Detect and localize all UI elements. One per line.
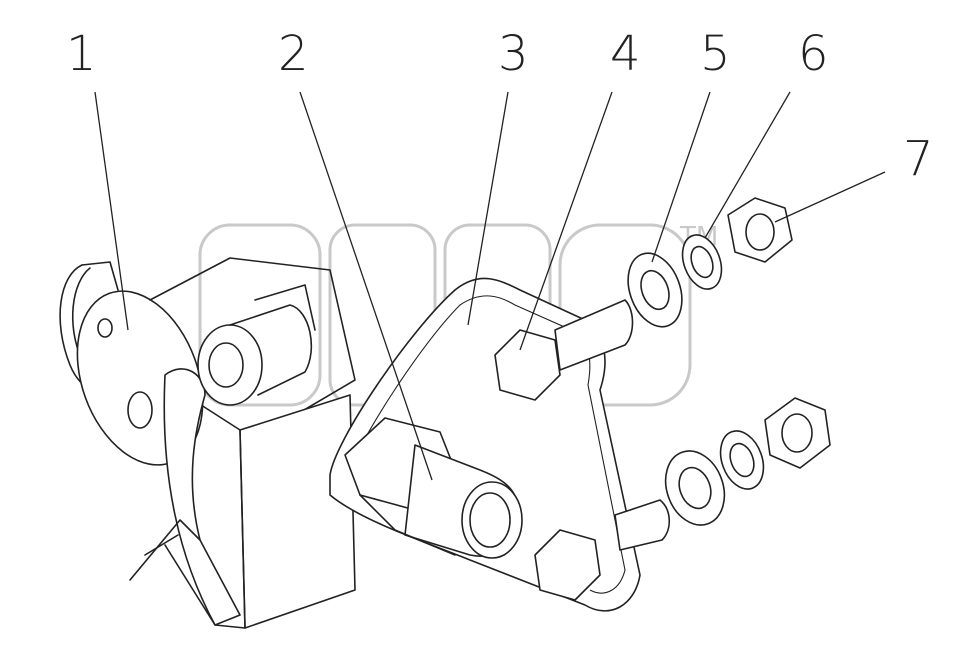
- leader-5: [651, 91, 711, 263]
- callout-2: 2: [278, 26, 309, 82]
- part-7-hex-nuts: [727, 197, 831, 469]
- part-6-lock-washers: [681, 234, 765, 490]
- leader-6: [704, 91, 791, 239]
- callout-7: 7: [903, 131, 934, 187]
- callout-1: 1: [66, 26, 97, 82]
- part-4-bolts: [494, 299, 671, 601]
- leader-lines: [94, 91, 886, 481]
- leader-2: [299, 91, 433, 481]
- leader-3: [467, 91, 509, 326]
- callout-5: 5: [700, 26, 731, 82]
- callout-3: 3: [498, 26, 529, 82]
- part-2-union-fitting: [344, 417, 523, 559]
- callout-4: 4: [610, 26, 641, 82]
- leader-1: [94, 91, 129, 331]
- leader-7: [774, 171, 886, 223]
- part-1-coupling-head: [59, 257, 356, 629]
- part-5-flat-washers: [627, 252, 726, 526]
- callout-labels: 1 2 3 4 5 6 7: [66, 26, 934, 187]
- leader-4: [519, 91, 613, 351]
- callout-6: 6: [798, 26, 829, 82]
